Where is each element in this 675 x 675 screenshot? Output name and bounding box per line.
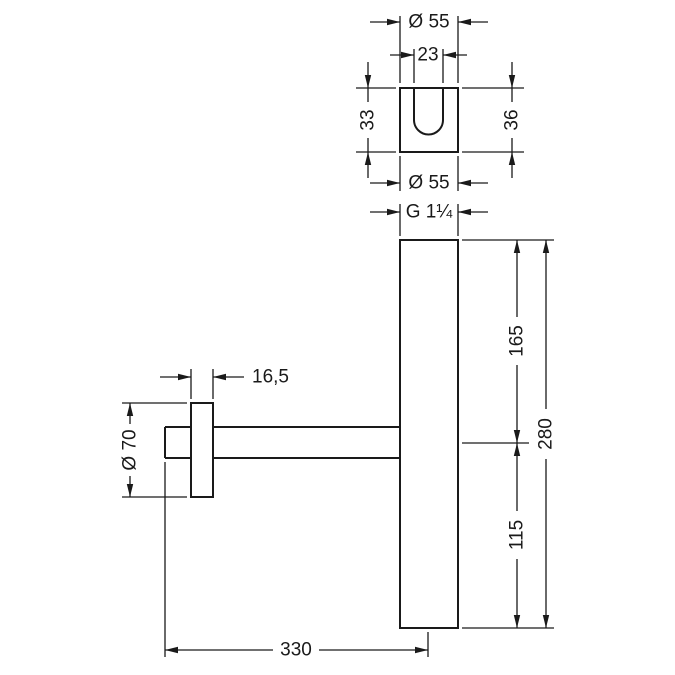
arrowhead — [387, 179, 400, 187]
dim-label-bracket-inner-width: 23 — [417, 45, 438, 66]
dim-label-body-upper-height: 165 — [507, 325, 528, 357]
dim-body-lower-height: 115 — [462, 443, 554, 629]
arrowhead — [513, 240, 521, 253]
dim-label-bracket-top-diameter: Ø 55 — [408, 12, 449, 33]
wall-flange — [190, 402, 214, 498]
arrowhead — [458, 18, 471, 26]
dim-pipe-length: 330 — [164, 462, 429, 661]
dim-label-body-total-height: 280 — [536, 418, 557, 450]
dim-body-upper-height: 165 — [462, 239, 554, 444]
arrowhead — [401, 51, 414, 59]
dim-label-flange-diameter: Ø 70 — [120, 429, 141, 470]
bracket-inner-cup — [413, 88, 444, 136]
dim-bracket-bottom-diameter: Ø 55 — [370, 156, 488, 194]
siphon-body — [399, 239, 459, 629]
dim-bracket-top-diameter: Ø 55 — [370, 12, 488, 83]
dim-thread-size: G 1¼ — [370, 202, 488, 236]
arrowhead — [508, 152, 516, 165]
arrowhead — [458, 179, 471, 187]
dim-flange-diameter: Ø 70 — [120, 402, 187, 498]
arrowhead — [364, 75, 372, 88]
arrowhead — [178, 373, 191, 381]
arrowhead — [165, 646, 178, 654]
siphon-body-outline — [399, 239, 459, 629]
arrowhead — [443, 51, 456, 59]
arrowhead — [458, 208, 471, 216]
dim-label-bracket-height-left: 33 — [358, 109, 379, 130]
dim-bracket-height-left: 33 — [356, 62, 396, 178]
arrowhead — [213, 373, 226, 381]
dim-flange-thickness: 16,5 — [160, 367, 289, 399]
arrowhead — [513, 443, 521, 456]
arrowhead — [126, 403, 134, 416]
arrowhead — [542, 240, 550, 253]
dim-bracket-inner-width: 23 — [390, 45, 467, 83]
arrowhead — [542, 615, 550, 628]
arrowhead — [387, 18, 400, 26]
dim-label-body-lower-height: 115 — [507, 520, 528, 550]
arrowhead — [387, 208, 400, 216]
bracket-outline — [399, 87, 459, 153]
outlet-pipe — [164, 426, 400, 459]
arrowhead — [513, 430, 521, 443]
arrowhead — [415, 646, 428, 654]
dim-label-flange-thickness: 16,5 — [252, 367, 289, 388]
dim-label-thread-size: G 1¼ — [406, 202, 454, 223]
arrowhead — [508, 75, 516, 88]
flange-outline — [190, 402, 214, 498]
dim-bracket-height-right: 36 — [462, 62, 524, 178]
arrowhead — [513, 615, 521, 628]
dim-label-pipe-length: 330 — [280, 640, 312, 661]
dim-label-bracket-height-right: 36 — [502, 109, 523, 130]
dim-body-total-height: 280 — [536, 240, 557, 628]
arrowhead — [126, 484, 134, 497]
arrowhead — [364, 152, 372, 165]
dim-label-bracket-bottom-diameter: Ø 55 — [408, 173, 449, 194]
wall-bracket — [399, 87, 459, 153]
